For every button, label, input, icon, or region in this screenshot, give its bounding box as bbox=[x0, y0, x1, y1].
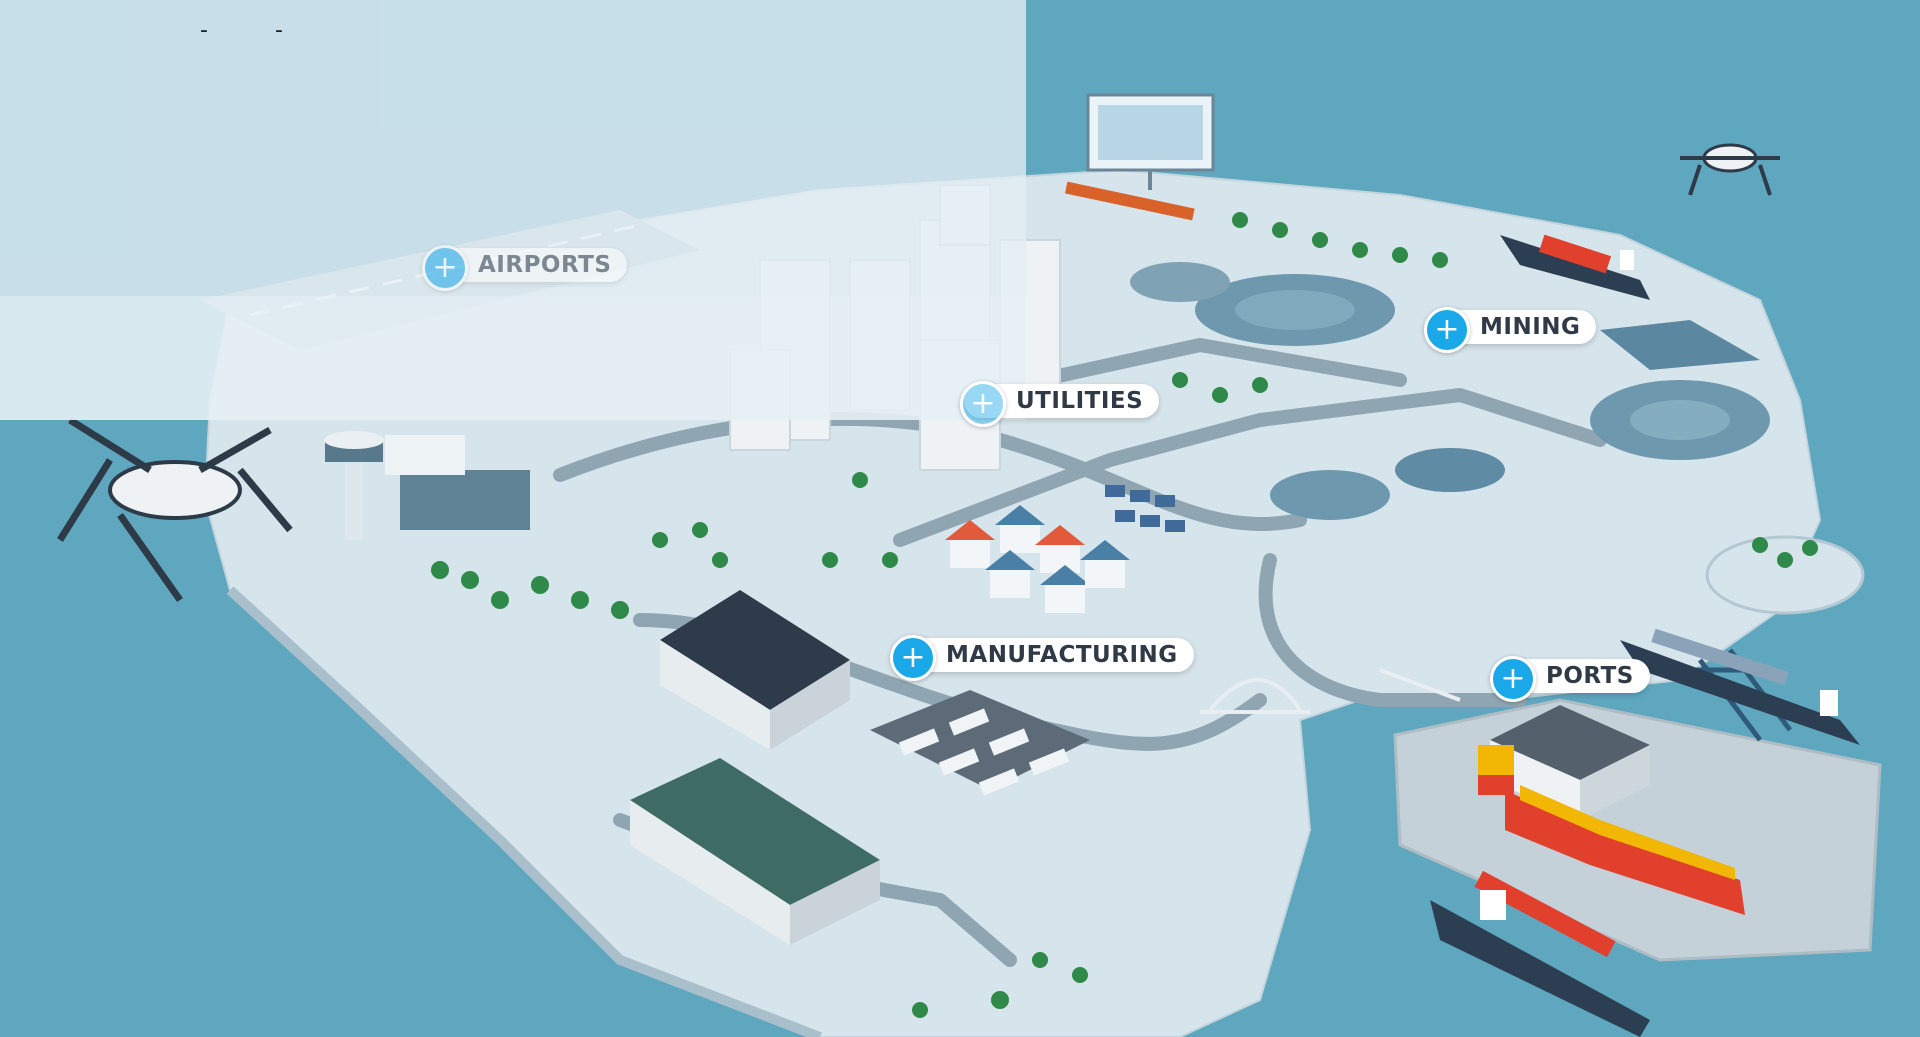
houses bbox=[945, 505, 1130, 613]
hotspot-mining-label: MINING bbox=[1480, 314, 1581, 340]
plus-icon: + bbox=[1490, 656, 1536, 702]
warehouse-second bbox=[630, 758, 880, 945]
ship-top-right bbox=[1500, 234, 1650, 300]
plus-icon: + bbox=[890, 635, 936, 681]
trees bbox=[431, 212, 1818, 1018]
plus-icon: + bbox=[1424, 307, 1470, 353]
ship-bottom bbox=[1430, 870, 1650, 1037]
small-islet bbox=[1705, 535, 1865, 615]
plus-icon: + bbox=[960, 381, 1006, 427]
hotspot-manufacturing[interactable]: + MANUFACTURING bbox=[890, 635, 1194, 681]
ship-port bbox=[1620, 628, 1860, 745]
hotspot-airports-label: AIRPORTS bbox=[478, 252, 612, 278]
train bbox=[1064, 181, 1195, 221]
hotspot-mining[interactable]: + MINING bbox=[1424, 307, 1597, 353]
terminal-building bbox=[400, 470, 530, 530]
billboard bbox=[1086, 93, 1215, 190]
drone-left bbox=[57, 417, 293, 603]
solar-panels bbox=[1105, 485, 1185, 532]
port-containers bbox=[1478, 745, 1745, 915]
tanker-lot bbox=[870, 690, 1090, 796]
hotspot-ports[interactable]: + PORTS bbox=[1490, 656, 1650, 702]
top-mark-2: - bbox=[275, 18, 283, 43]
bridge bbox=[1200, 668, 1461, 714]
hotspot-manufacturing-label: MANUFACTURING bbox=[946, 642, 1178, 668]
hotspot-ports-label: PORTS bbox=[1546, 663, 1634, 689]
drone-right bbox=[1680, 143, 1780, 196]
hotspot-utilities[interactable]: + UTILITIES bbox=[960, 381, 1160, 427]
hotspot-utilities-label: UTILITIES bbox=[1016, 388, 1144, 414]
hotspot-airports[interactable]: + AIRPORTS bbox=[422, 245, 628, 291]
control-tower bbox=[324, 431, 384, 540]
plus-icon: + bbox=[422, 245, 468, 291]
warehouse-main bbox=[660, 590, 850, 750]
mining-pits bbox=[1130, 262, 1770, 520]
island-edge bbox=[226, 586, 822, 1037]
top-mark-1: - bbox=[200, 18, 208, 43]
